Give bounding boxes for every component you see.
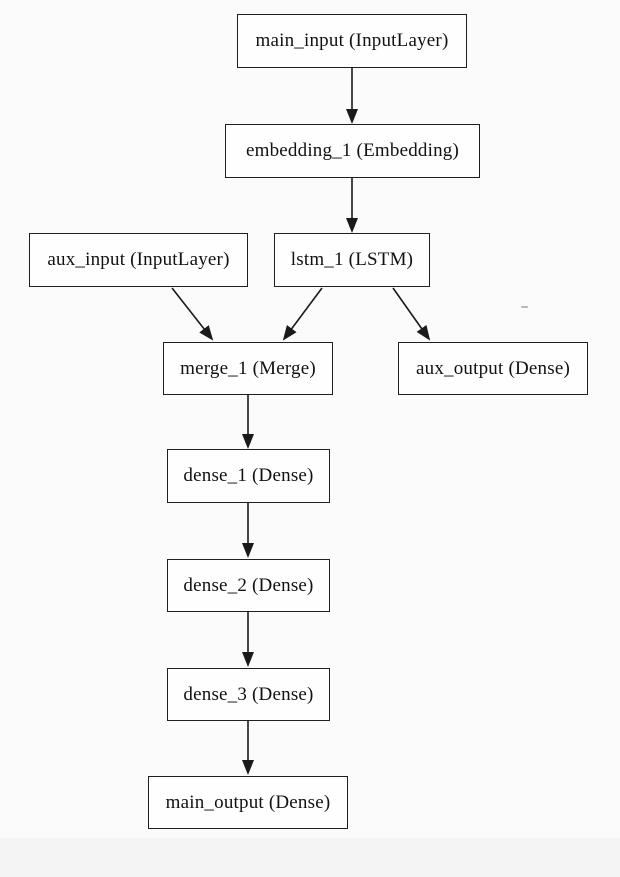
node-embedding-1: embedding_1 (Embedding)	[225, 124, 480, 178]
node-merge-1-label: merge_1 (Merge)	[180, 357, 316, 379]
node-merge-1: merge_1 (Merge)	[163, 342, 333, 395]
node-lstm-1: lstm_1 (LSTM)	[274, 233, 430, 287]
node-aux-input: aux_input (InputLayer)	[29, 233, 248, 287]
node-main-output-label: main_output (Dense)	[165, 791, 331, 813]
node-dense-1-label: dense_1 (Dense)	[183, 465, 314, 486]
edge-lstm_1-to-aux_output	[392, 287, 431, 341]
edge-lstm_1-to-merge_1	[282, 287, 323, 341]
node-lstm-1-label: lstm_1 (LSTM)	[290, 249, 414, 270]
node-dense-3-label: dense_3 (Dense)	[183, 683, 314, 705]
stray-artifact-mark	[521, 306, 528, 308]
node-dense-2: dense_2 (Dense)	[167, 559, 330, 612]
node-dense-3: dense_3 (Dense)	[167, 668, 330, 721]
node-main-output: main_output (Dense)	[148, 776, 348, 829]
node-dense-2-label: dense_2 (Dense)	[183, 574, 314, 596]
edge-aux_input-to-merge_1	[171, 287, 214, 341]
node-aux-input-label: aux_input (InputLayer)	[47, 249, 230, 270]
node-main-input: main_input (InputLayer)	[237, 14, 467, 68]
page-background-strip	[0, 838, 620, 877]
node-dense-1: dense_1 (Dense)	[167, 449, 330, 503]
node-main-input-label: main_input (InputLayer)	[255, 30, 449, 51]
node-embedding-1-label: embedding_1 (Embedding)	[245, 140, 460, 161]
node-aux-output: aux_output (Dense)	[398, 342, 588, 395]
node-aux-output-label: aux_output (Dense)	[416, 357, 570, 379]
